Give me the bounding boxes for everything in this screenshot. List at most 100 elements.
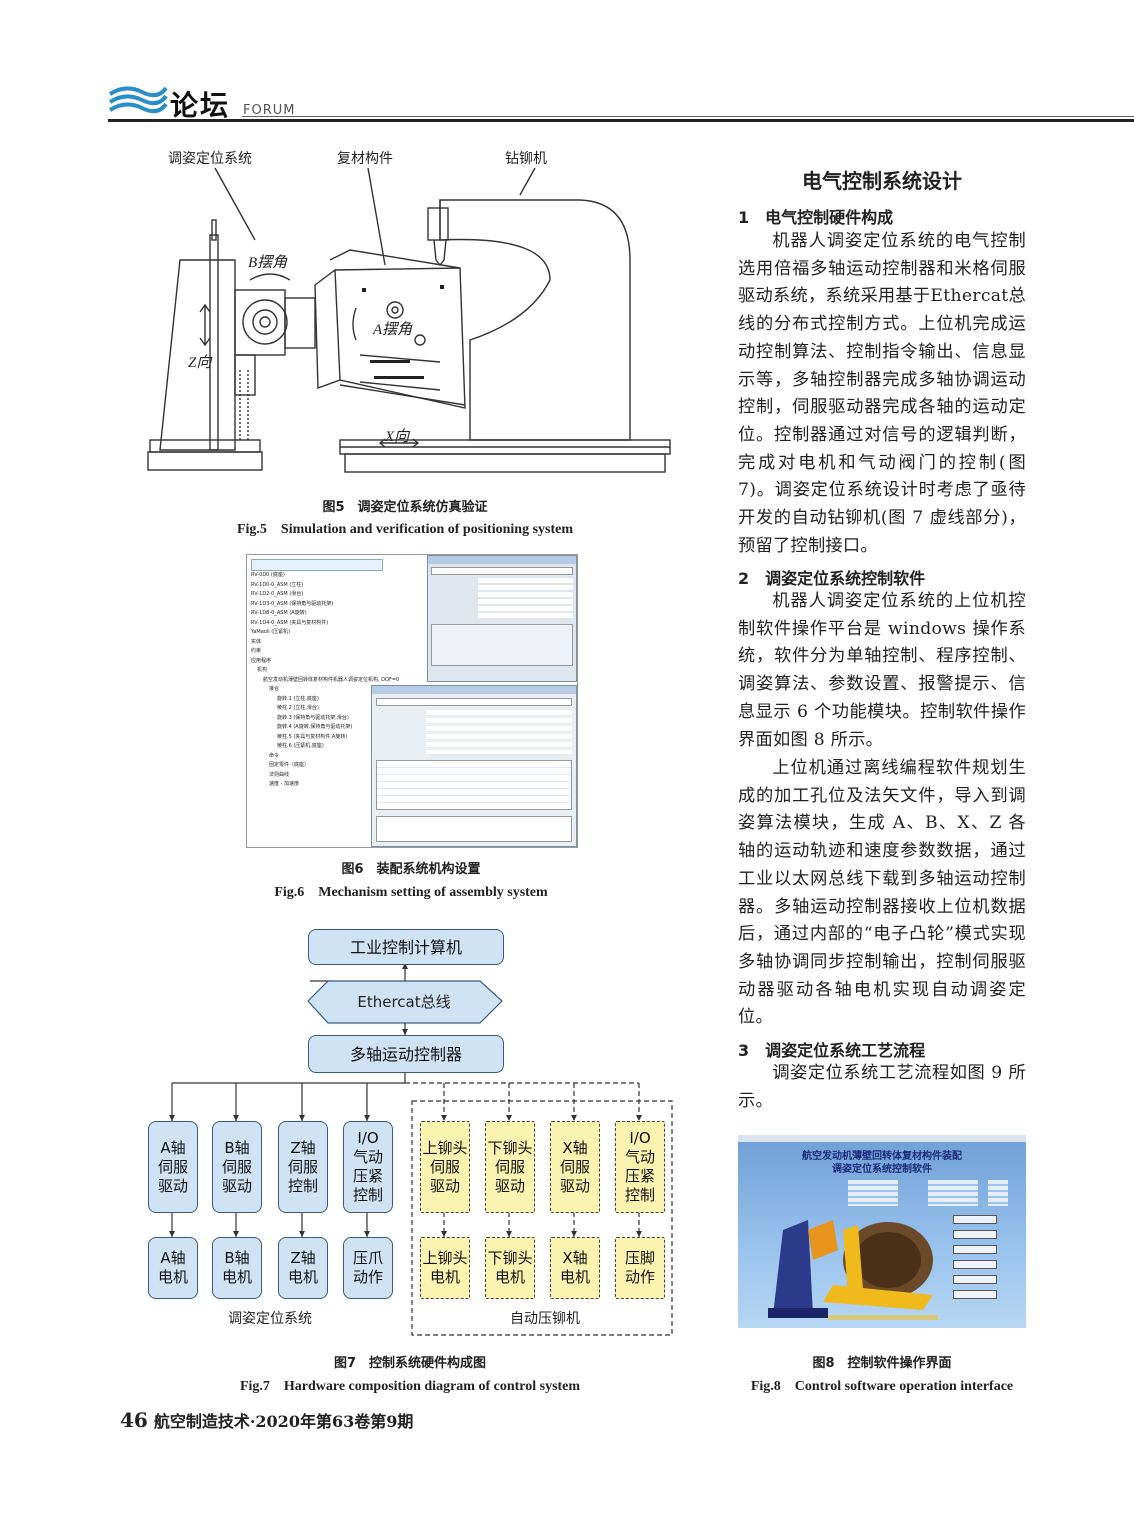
header-title: 论坛: [170, 89, 231, 122]
label-riveting-machine: 钻铆机: [505, 151, 547, 167]
x-axis-servo-box: X轴伺服驱动: [550, 1121, 600, 1213]
function-button[interactable]: [953, 1260, 997, 1269]
tree-item: 约束: [251, 648, 262, 654]
function-button-list: [953, 1215, 997, 1299]
heading-1: 1 电气控制硬件构成: [738, 208, 894, 227]
lower-rivet-motor-box: 下铆头电机: [485, 1237, 535, 1299]
upper-rivet-motor-box: 上铆头电机: [420, 1237, 470, 1299]
label-composite-part: 复材构件: [337, 151, 393, 167]
z-axis-motor-box: Z轴电机: [278, 1237, 328, 1299]
tree-item: RV-1D2-0_ASM (滑台): [251, 591, 304, 597]
tree-item: 棱柱.2 (立柱,滑台): [277, 705, 319, 711]
tree-item: 航空发动机薄壁回转体复材构件机器人调姿定位机构, DOF=0: [263, 676, 400, 683]
window-titlebar: [738, 1135, 1026, 1142]
a-axis-servo-box: A轴伺服驱动: [148, 1121, 198, 1213]
paragraph-2: 机器人调姿定位系统的上位机控制软件操作平台是 windows 操作系统，软件分为…: [738, 591, 1026, 750]
b-axis-motor-box: B轴电机: [212, 1237, 262, 1299]
status-panel: [988, 1180, 1008, 1206]
wave-logo-icon: [108, 86, 168, 114]
paragraph-4: 调姿定位系统工艺流程如图 9 所示。: [738, 1063, 1026, 1111]
function-button[interactable]: [953, 1275, 997, 1284]
group-label-riveting: 自动压铆机: [510, 1311, 580, 1327]
label-a-angle: A摆角: [373, 322, 413, 338]
z-axis-servo-box: Z轴伺服控制: [278, 1121, 328, 1213]
fig5-caption-en: Fig.5 Simulation and verification of pos…: [236, 522, 574, 537]
fig8-caption-en: Fig.8 Control software operation interfa…: [750, 1379, 1014, 1394]
heading-2: 2 调姿定位系统控制软件: [738, 569, 926, 588]
kinematics-dialog: [427, 555, 577, 682]
figure-6-screenshot: RV-0D0 (底座) RV-1D0-0_ASM (立柱) RV-1D2-0_A…: [246, 554, 578, 848]
tree-item: 固定零件（底座）: [269, 762, 310, 768]
header-subtitle: FORUM: [243, 103, 296, 118]
param-panel-1: [848, 1180, 898, 1206]
press-foot-action-box: 压脚动作: [615, 1237, 665, 1299]
function-button[interactable]: [953, 1215, 997, 1224]
label-positioning-system: 调姿定位系统: [168, 151, 252, 167]
b-axis-servo-box: B轴伺服驱动: [212, 1121, 262, 1213]
figure-5: 调姿定位系统 复材构件 钻铆机 B摆角 A摆角 Z向 X向: [140, 140, 690, 490]
param-panel-2: [928, 1180, 978, 1206]
tree-item: RV-1D8-0_ASM (A旋转): [251, 610, 307, 616]
function-button[interactable]: [953, 1290, 997, 1299]
tree-item: RV-1D0-0_ASM (立柱): [251, 581, 304, 588]
tree-item: 应用程序: [251, 657, 272, 664]
tree-item: 法则曲线: [269, 771, 290, 778]
tree-item: 旋转.1 (立柱,底座): [277, 695, 319, 702]
function-button[interactable]: [953, 1230, 997, 1239]
motion-controller-box: 多轴运动控制器: [308, 1035, 504, 1073]
software-title-2: 调姿定位系统控制软件: [832, 1164, 932, 1175]
machine-drawing: [147, 167, 671, 473]
section-title: 电气控制系统设计: [802, 169, 962, 193]
tree-item: 旋转.3 (保持角与驱动托架,滑台): [277, 714, 349, 721]
tree-item: RV-1D4-0_ASM (夹具与复材构件): [251, 619, 329, 626]
paragraph-3: 上位机通过离线编程软件规划生成的加工孔位及法矢文件，导入到调姿算法模块，生成 A…: [738, 758, 1026, 1028]
industrial-pc-box: 工业控制计算机: [308, 929, 504, 965]
tree-item: 旋转.4 (A旋转,保持角与驱动托架): [277, 724, 353, 730]
tree-item: 接合: [269, 686, 280, 692]
lower-rivet-servo-box: 下铆头伺服驱动: [485, 1121, 535, 1213]
robot-3d-model: [768, 1220, 933, 1318]
tree-item: RV-1D3-0_ASM (保持角与驱动托架): [251, 600, 334, 607]
mechanism-dialog: [371, 685, 577, 847]
software-title-1: 航空发动机薄壁回转体复材构件装配: [802, 1151, 962, 1162]
fig5-caption-cn: 图5 调姿定位系统仿真验证: [322, 500, 488, 515]
diagram-connectors: [169, 963, 673, 1336]
tree-item: YaMaoli (压紧机): [251, 629, 291, 635]
label-x-direction: X向: [385, 429, 410, 445]
clamp-action-box: 压爪动作: [343, 1237, 393, 1299]
page-footer: 46 航空制造技术·2020年第63卷第9期: [120, 1408, 413, 1432]
a-axis-motor-box: A轴电机: [148, 1237, 198, 1299]
page-number: 46: [120, 1408, 148, 1432]
fig6-caption-en: Fig.6 Mechanism setting of assembly syst…: [274, 885, 548, 900]
fig6-caption-cn: 图6 装配系统机构设置: [341, 862, 481, 877]
function-button[interactable]: [953, 1245, 997, 1254]
tree-item: 实体: [251, 638, 262, 645]
heading-3: 3 调姿定位系统工艺流程: [738, 1041, 926, 1060]
paragraph-1: 机器人调姿定位系统的电气控制选用倍福多轴运动控制器和米格伺服驱动系统，系统采用基…: [738, 231, 1026, 556]
tree-item: RV-0D0 (底座): [251, 572, 285, 578]
spec-tree: RV-0D0 (底座) RV-1D0-0_ASM (立柱) RV-1D2-0_A…: [251, 571, 421, 790]
label-b-angle: B摆角: [248, 255, 288, 271]
fig7-caption-cn: 图7 控制系统硬件构成图: [333, 1356, 487, 1371]
figure-7-diagram: 工业控制计算机 Ethercat总线 多轴运动控制器 A轴伺服驱动 B轴伺服驱动…: [140, 925, 680, 1340]
tree-item: 命令: [269, 752, 280, 759]
tree-item: 棱柱.5 (夹具与复材构件,A旋转): [277, 733, 348, 740]
upper-rivet-servo-box: 上铆头伺服驱动: [420, 1121, 470, 1213]
x-axis-motor-box: X轴电机: [550, 1237, 600, 1299]
ethercat-bus-label: Ethercat总线: [357, 993, 451, 1011]
header-rule: [108, 119, 1134, 122]
group-label-positioning: 调姿定位系统: [228, 1311, 312, 1327]
figure-8-screenshot: 航空发动机薄壁回转体复材构件装配 调姿定位系统控制软件: [738, 1135, 1026, 1328]
footer-banner: [828, 1315, 938, 1320]
journal-info: 航空制造技术·2020年第63卷第9期: [153, 1412, 414, 1431]
label-z-direction: Z向: [188, 355, 212, 371]
tree-root: [251, 559, 383, 571]
tree-item: 速度 - 加速度: [269, 781, 299, 787]
header-rule-thin: [242, 116, 1134, 117]
tree-item: 棱柱.6 (压紧机,底座): [277, 743, 324, 749]
tree-item: 机构: [257, 667, 268, 673]
fig7-caption-en: Fig.7 Hardware composition diagram of co…: [239, 1379, 581, 1394]
fig8-caption-cn: 图8 控制软件操作界面: [812, 1356, 952, 1371]
